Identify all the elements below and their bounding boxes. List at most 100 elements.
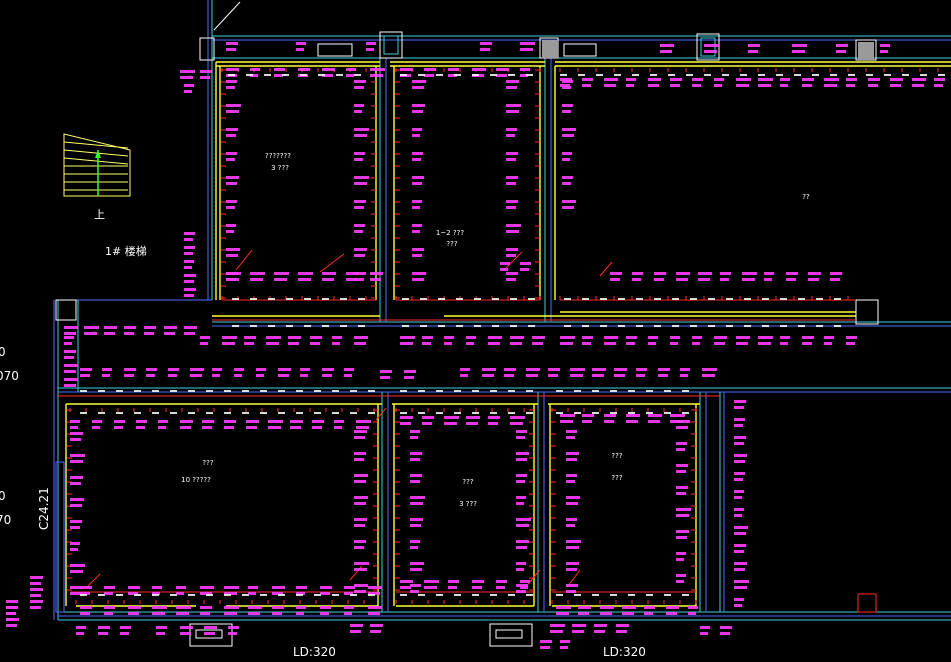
annotation-mark — [250, 278, 263, 281]
annotation-mark — [226, 278, 239, 281]
annotation-mark — [742, 278, 755, 281]
stair-tread — [63, 157, 129, 165]
opening-symbol-inner — [195, 629, 223, 639]
annotation-mark — [412, 248, 424, 251]
svg-text:??: ?? — [802, 193, 810, 201]
annotation-mark — [604, 342, 616, 345]
annotation-mark — [636, 368, 647, 371]
dim-text-mark — [454, 390, 461, 392]
annotation-mark — [610, 278, 620, 281]
annotation-mark — [226, 224, 236, 227]
annotation-mark — [676, 552, 686, 555]
annotation-mark — [560, 78, 572, 81]
annotation-mark — [104, 332, 115, 335]
annotation-mark — [736, 84, 749, 87]
annotation-mark — [562, 158, 570, 161]
annotation-mark — [410, 546, 418, 549]
column-box — [55, 299, 77, 321]
annotation-mark — [296, 48, 304, 51]
annotation-mark — [660, 44, 674, 47]
dim-text-mark — [314, 594, 321, 596]
annotation-mark — [506, 110, 519, 113]
annotation-mark — [482, 368, 496, 371]
annotation-mark — [256, 368, 266, 371]
annotation-mark — [224, 420, 236, 423]
annotation-mark — [400, 422, 411, 425]
annotation-mark — [346, 278, 357, 281]
annotation-mark — [578, 612, 589, 615]
annotation-mark — [466, 416, 480, 419]
annotation-mark — [506, 278, 516, 281]
annotation-mark — [370, 68, 385, 71]
annotation-mark — [506, 248, 518, 251]
annotation-mark — [354, 230, 363, 233]
annotation-mark — [482, 374, 494, 377]
annotation-mark — [266, 342, 279, 345]
annotation-mark — [734, 442, 744, 445]
dim-text-mark — [438, 298, 445, 300]
annotation-mark — [582, 342, 591, 345]
annotation-mark — [64, 332, 76, 335]
dim-text-mark — [578, 74, 585, 76]
annotation-mark — [666, 612, 677, 615]
dim-text-mark — [690, 298, 697, 300]
dim-text-mark — [420, 298, 427, 300]
annotation-mark — [626, 78, 636, 81]
dim-text-mark — [436, 390, 443, 392]
annotation-mark — [516, 562, 526, 565]
annotation-mark — [792, 50, 805, 53]
annotation-mark — [184, 266, 192, 269]
leader-line — [599, 261, 613, 277]
annotation-mark — [354, 452, 366, 455]
annotation-mark — [300, 368, 310, 371]
annotation-mark — [676, 492, 686, 495]
annotation-mark — [354, 342, 366, 345]
annotation-mark — [676, 442, 687, 445]
dim-text-mark — [776, 74, 783, 76]
annotation-mark — [412, 272, 426, 275]
dim-text-mark — [400, 594, 407, 596]
leader-line — [319, 253, 345, 273]
annotation-mark — [30, 606, 41, 609]
stair-arrowhead — [95, 150, 101, 158]
annotation-mark — [676, 448, 685, 451]
dim-text-mark — [296, 390, 303, 392]
dim-text-mark — [134, 390, 141, 392]
annotation-mark — [520, 262, 531, 265]
dim-text-mark — [938, 74, 945, 76]
annotation-mark — [734, 532, 746, 535]
annotation-mark — [412, 230, 420, 233]
annotation-mark — [786, 272, 798, 275]
annotation-mark — [582, 336, 593, 339]
annotation-mark — [622, 612, 634, 615]
leader-line — [235, 249, 253, 271]
dim-text-mark — [282, 74, 289, 76]
dim-text-mark — [762, 325, 769, 327]
dim-text-mark — [454, 594, 461, 596]
annotation-mark — [520, 68, 530, 71]
annotation-mark — [224, 612, 237, 615]
annotation-mark — [566, 590, 576, 593]
annotation-mark — [354, 86, 364, 89]
annotation-mark — [836, 44, 848, 47]
annotation-mark — [632, 278, 641, 281]
annotation-mark — [334, 426, 342, 429]
annotation-mark — [734, 490, 744, 493]
dim-text-mark — [762, 298, 769, 300]
annotation-mark — [64, 384, 76, 387]
annotation-mark — [354, 474, 368, 477]
dim-text-mark — [592, 594, 599, 596]
dim-text-mark — [682, 390, 689, 392]
annotation-mark — [226, 158, 235, 161]
annotation-mark — [520, 42, 535, 45]
annotation-mark — [312, 420, 324, 423]
annotation-mark — [506, 272, 518, 275]
annotation-mark — [234, 368, 244, 371]
annotation-mark — [734, 460, 745, 463]
stair-tread — [63, 141, 129, 149]
annotation-mark — [354, 562, 369, 565]
annotation-mark — [246, 426, 257, 429]
annotation-mark — [370, 630, 381, 633]
annotation-mark — [354, 278, 364, 281]
